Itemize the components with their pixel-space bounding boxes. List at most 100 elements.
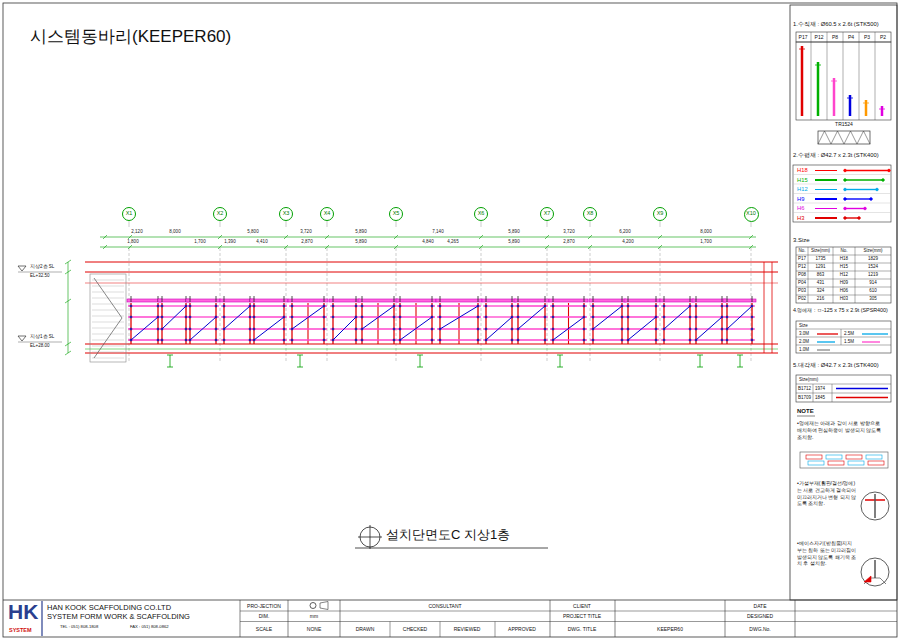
vertical-post bbox=[215, 303, 216, 344]
table-cell: No. bbox=[798, 248, 805, 253]
horizontal-ledger bbox=[693, 339, 725, 340]
grid-line bbox=[396, 248, 397, 362]
ledger-sample bbox=[888, 169, 891, 172]
joint-node bbox=[663, 339, 665, 341]
dimension-text: 5,890 bbox=[508, 239, 519, 244]
dimension-tick bbox=[65, 351, 71, 355]
yoke-beam bbox=[220, 299, 254, 302]
dimension-text: 1,390 bbox=[224, 239, 235, 244]
spec-heading: 4.멍에재 : ㅁ-125 x 75 x 2.9t (SPSR400) bbox=[793, 307, 891, 314]
vertical-post bbox=[517, 303, 518, 344]
title-block-rule bbox=[390, 622, 391, 638]
vertical-post bbox=[689, 303, 690, 344]
note-figure bbox=[800, 452, 888, 468]
jack bbox=[696, 296, 697, 302]
dimension-text: 2,120 bbox=[131, 229, 142, 234]
yoke-beam bbox=[158, 299, 190, 302]
jack bbox=[394, 296, 395, 302]
table-rule bbox=[796, 279, 891, 280]
horizontal-ledger bbox=[625, 305, 659, 306]
table-cell: 1974 bbox=[815, 386, 825, 391]
grid-label: X10 bbox=[746, 211, 756, 217]
stair-tread bbox=[92, 310, 124, 311]
footing-post bbox=[697, 367, 703, 368]
horizontal-ledger bbox=[724, 305, 755, 306]
table-rule bbox=[841, 329, 842, 345]
ledger-sample bbox=[844, 188, 847, 191]
table-rule bbox=[875, 32, 876, 120]
joint-node bbox=[399, 305, 401, 307]
table-cell: 1845 bbox=[815, 395, 825, 400]
joint-node bbox=[355, 328, 357, 330]
stair-tread bbox=[92, 328, 124, 329]
table-cell: 216 bbox=[817, 296, 825, 301]
table-rule bbox=[793, 193, 891, 194]
diagonal-brace bbox=[333, 317, 356, 340]
sheet-title: 시스템동바리(KEEPER60) bbox=[30, 27, 231, 47]
jack bbox=[440, 296, 441, 302]
vertical-post bbox=[726, 303, 727, 344]
joint-node bbox=[695, 305, 697, 307]
grid-line bbox=[547, 221, 548, 227]
note-figure bbox=[866, 455, 882, 459]
projection-symbol bbox=[320, 602, 328, 610]
horizontal-ledger bbox=[251, 316, 287, 317]
truss-sample bbox=[857, 131, 870, 144]
logo-mark: SYSTEM bbox=[9, 627, 32, 634]
grid-label: X3 bbox=[283, 211, 290, 217]
jack bbox=[356, 296, 357, 302]
dimension-tick bbox=[749, 235, 753, 239]
joint-node bbox=[544, 339, 546, 341]
joint-node bbox=[399, 328, 401, 330]
post-sample bbox=[831, 81, 837, 82]
ledger-sample bbox=[870, 198, 873, 201]
legend-swatch bbox=[815, 179, 837, 181]
jack bbox=[622, 296, 623, 302]
table-rule bbox=[827, 32, 828, 120]
table-rule bbox=[843, 32, 844, 120]
joint-node bbox=[249, 316, 251, 318]
horizontal-ledger bbox=[359, 305, 397, 306]
joint-node bbox=[157, 339, 159, 341]
title-block-rule bbox=[340, 600, 341, 637]
stair-tread bbox=[92, 286, 124, 287]
horizontal-ledger bbox=[724, 339, 755, 340]
table-cell: H06 bbox=[840, 288, 848, 293]
horizontal-ledger bbox=[625, 339, 659, 340]
diagonal-brace bbox=[727, 306, 752, 329]
post-sample bbox=[879, 109, 885, 110]
table-frame bbox=[796, 42, 891, 120]
dimension-tick bbox=[588, 245, 592, 249]
horizontal-ledger bbox=[359, 328, 397, 329]
joint-node bbox=[223, 305, 225, 307]
footing-post bbox=[297, 355, 303, 356]
note-figure bbox=[828, 461, 844, 465]
joint-node bbox=[393, 339, 395, 341]
table-cell: 324 bbox=[817, 288, 825, 293]
ledger-sample bbox=[882, 179, 885, 182]
level-label: EL+32.50 bbox=[30, 273, 49, 278]
wall-line bbox=[772, 262, 773, 353]
yoke-beam bbox=[549, 299, 588, 302]
joint-node bbox=[583, 305, 585, 307]
grid-bubble: X9 bbox=[653, 207, 667, 221]
dimension-text: 1,800 bbox=[127, 239, 138, 244]
horizontal-ledger bbox=[221, 305, 253, 306]
legend-swatch bbox=[815, 208, 837, 210]
horizontal-ledger bbox=[693, 305, 725, 306]
ledger-sample bbox=[845, 208, 865, 209]
vertical-post bbox=[511, 303, 512, 344]
legend-text: H9 bbox=[797, 196, 804, 203]
vertical-post bbox=[751, 303, 752, 344]
jack bbox=[432, 296, 433, 302]
title-block-label: PROJECT TITLE bbox=[563, 613, 601, 619]
dimension-text: 2,870 bbox=[563, 239, 574, 244]
slab-line bbox=[85, 283, 778, 284]
dimension-tick bbox=[218, 235, 222, 239]
yoke-beam bbox=[288, 299, 328, 302]
table-rule bbox=[832, 384, 833, 402]
title-block-label: APPROVED bbox=[508, 626, 536, 632]
horizontal-ledger bbox=[397, 316, 435, 317]
caption-underline bbox=[355, 548, 548, 549]
jack bbox=[284, 296, 285, 302]
